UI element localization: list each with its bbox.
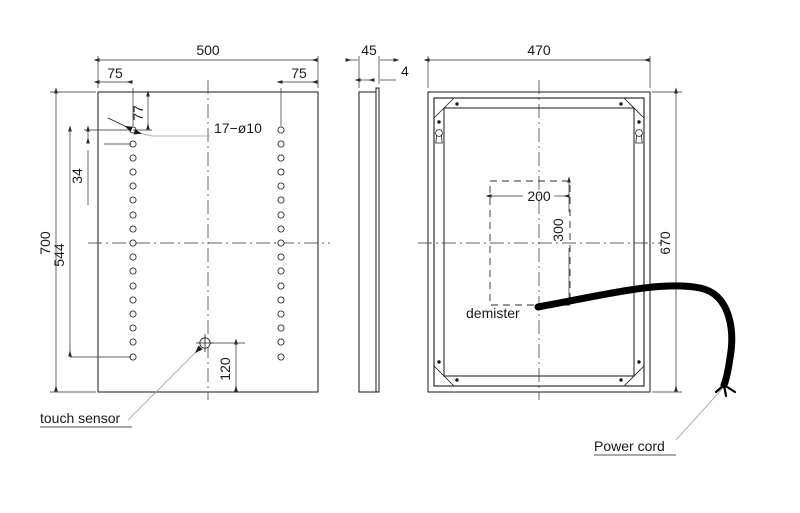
dim-label-side-depth: 45	[361, 42, 377, 58]
demister-label: demister	[466, 305, 520, 321]
rear-corner-chamfers	[433, 97, 645, 387]
dim-left-offset: 75	[93, 65, 133, 84]
demister-outline	[489, 180, 571, 306]
front-view: 500 75 75 77 34 544	[37, 42, 330, 428]
dim-label-overall-height: 700	[37, 231, 53, 255]
dim-overall-height: 700	[37, 87, 96, 393]
power-cord	[534, 282, 737, 398]
keyhole-slot-right	[635, 129, 643, 144]
dim-rear-height: 670	[652, 87, 682, 393]
dim-rear-width: 470	[423, 42, 651, 88]
hole-callout: 17−ø10	[107, 117, 262, 137]
side-glass-layer	[375, 87, 380, 393]
dim-side-depth: 45	[345, 42, 400, 88]
dim-overall-width: 500	[93, 42, 319, 88]
dim-label-hole-span: 544	[51, 243, 67, 267]
dim-glass-thickness: 4	[354, 63, 409, 82]
dim-label-rear-width: 470	[527, 42, 551, 58]
dim-label-left-offset: 75	[107, 65, 123, 81]
power-cord-label: Power cord	[594, 438, 665, 454]
hole-column-right	[277, 126, 285, 361]
dim-hole-pitch: 34	[69, 125, 131, 205]
touch-sensor-label: touch sensor	[40, 410, 120, 426]
dim-label-top-hole-offset: 77	[130, 105, 146, 121]
dim-label-rear-height: 670	[657, 231, 673, 255]
power-cord-callout: Power cord	[594, 388, 723, 456]
dim-label-glass-thickness: 4	[401, 63, 409, 79]
side-view: 45 4	[345, 42, 409, 393]
dim-demister-width: 200	[485, 188, 570, 204]
dim-label-right-offset: 75	[291, 65, 307, 81]
dim-label-touch-sensor-offset: 120	[217, 357, 233, 381]
rear-view: 470 670 200 300 demister	[418, 42, 737, 456]
dim-demister-height: 300	[550, 176, 571, 305]
dim-right-offset: 75	[276, 65, 318, 84]
dim-label-overall-width: 500	[196, 42, 220, 58]
rear-screw-dots	[437, 102, 641, 382]
dim-label-hole-pitch: 34	[69, 168, 85, 184]
hole-column-left	[129, 126, 137, 361]
keyhole-slot-left	[435, 129, 443, 144]
hole-callout-label: 17−ø10	[214, 120, 262, 136]
touch-sensor-callout: touch sensor	[40, 345, 203, 428]
dim-label-demister-height: 300	[550, 218, 566, 242]
dim-touch-sensor-offset: 120	[210, 338, 245, 392]
dim-label-demister-width: 200	[527, 188, 551, 204]
